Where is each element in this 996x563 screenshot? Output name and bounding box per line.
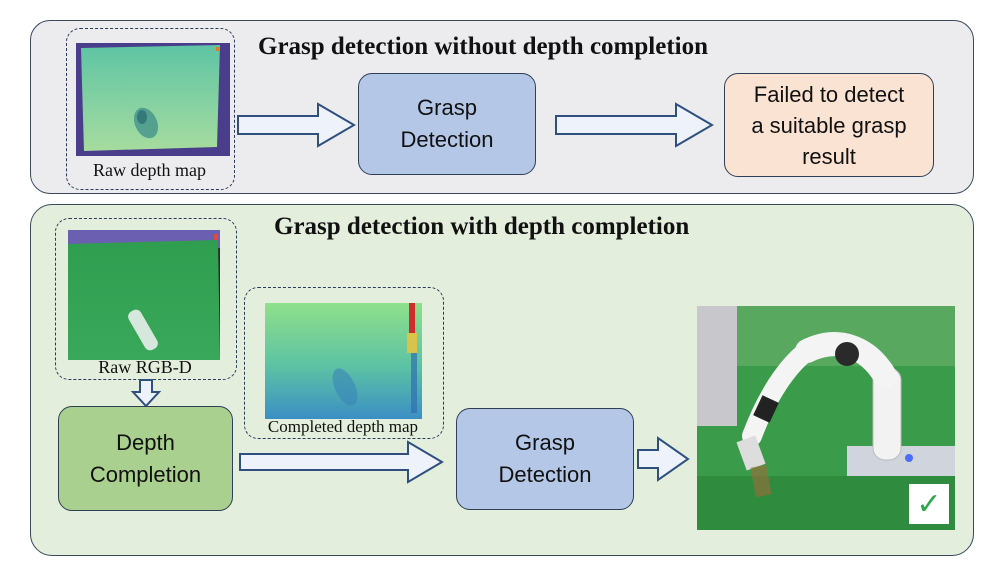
top-panel-title: Grasp detection without depth completion [258, 33, 708, 60]
raw-rgbd-caption: Raw RGB-D [98, 357, 192, 377]
arrow-to-robot-result [637, 436, 690, 482]
depth-box-line-1: Depth [116, 429, 175, 455]
completed-depth-caption: Completed depth map [267, 417, 419, 436]
robot-grasp-photo: ✓ [697, 306, 955, 530]
grasp-detection-box-top: Grasp Detection [358, 73, 536, 175]
raw-depth-map-caption: Raw depth map [93, 160, 206, 180]
raw-depth-map-image [76, 43, 230, 156]
grasp-box-bottom-line-1: Grasp [515, 430, 575, 455]
failed-result-box: Failed to detect a suitable grasp result [724, 73, 934, 177]
result-line-3: result [802, 143, 856, 169]
arrow-to-grasp-detection [237, 102, 356, 148]
arrow-to-failed-result [555, 102, 714, 148]
bottom-panel-title: Grasp detection with depth completion [274, 213, 690, 240]
grasp-box-line-1: Grasp [417, 95, 477, 120]
completed-depth-map-image [265, 303, 422, 419]
completed-depth-frame [244, 287, 444, 439]
result-line-1: Failed to detect [753, 81, 905, 107]
raw-rgbd-image [68, 230, 220, 360]
arrow-down-to-depth-completion [130, 379, 162, 408]
success-check-icon: ✓ [909, 484, 949, 524]
grasp-box-line-2: Detection [400, 127, 494, 152]
result-line-2: a suitable grasp [751, 112, 907, 138]
raw-depth-frame [66, 28, 235, 190]
arrow-to-grasp-detection-bottom [239, 440, 444, 484]
grasp-box-bottom-line-2: Detection [498, 462, 592, 487]
grasp-detection-box-bottom: Grasp Detection [456, 408, 634, 510]
depth-box-line-2: Completion [89, 461, 202, 487]
depth-completion-box: Depth Completion [58, 406, 233, 511]
